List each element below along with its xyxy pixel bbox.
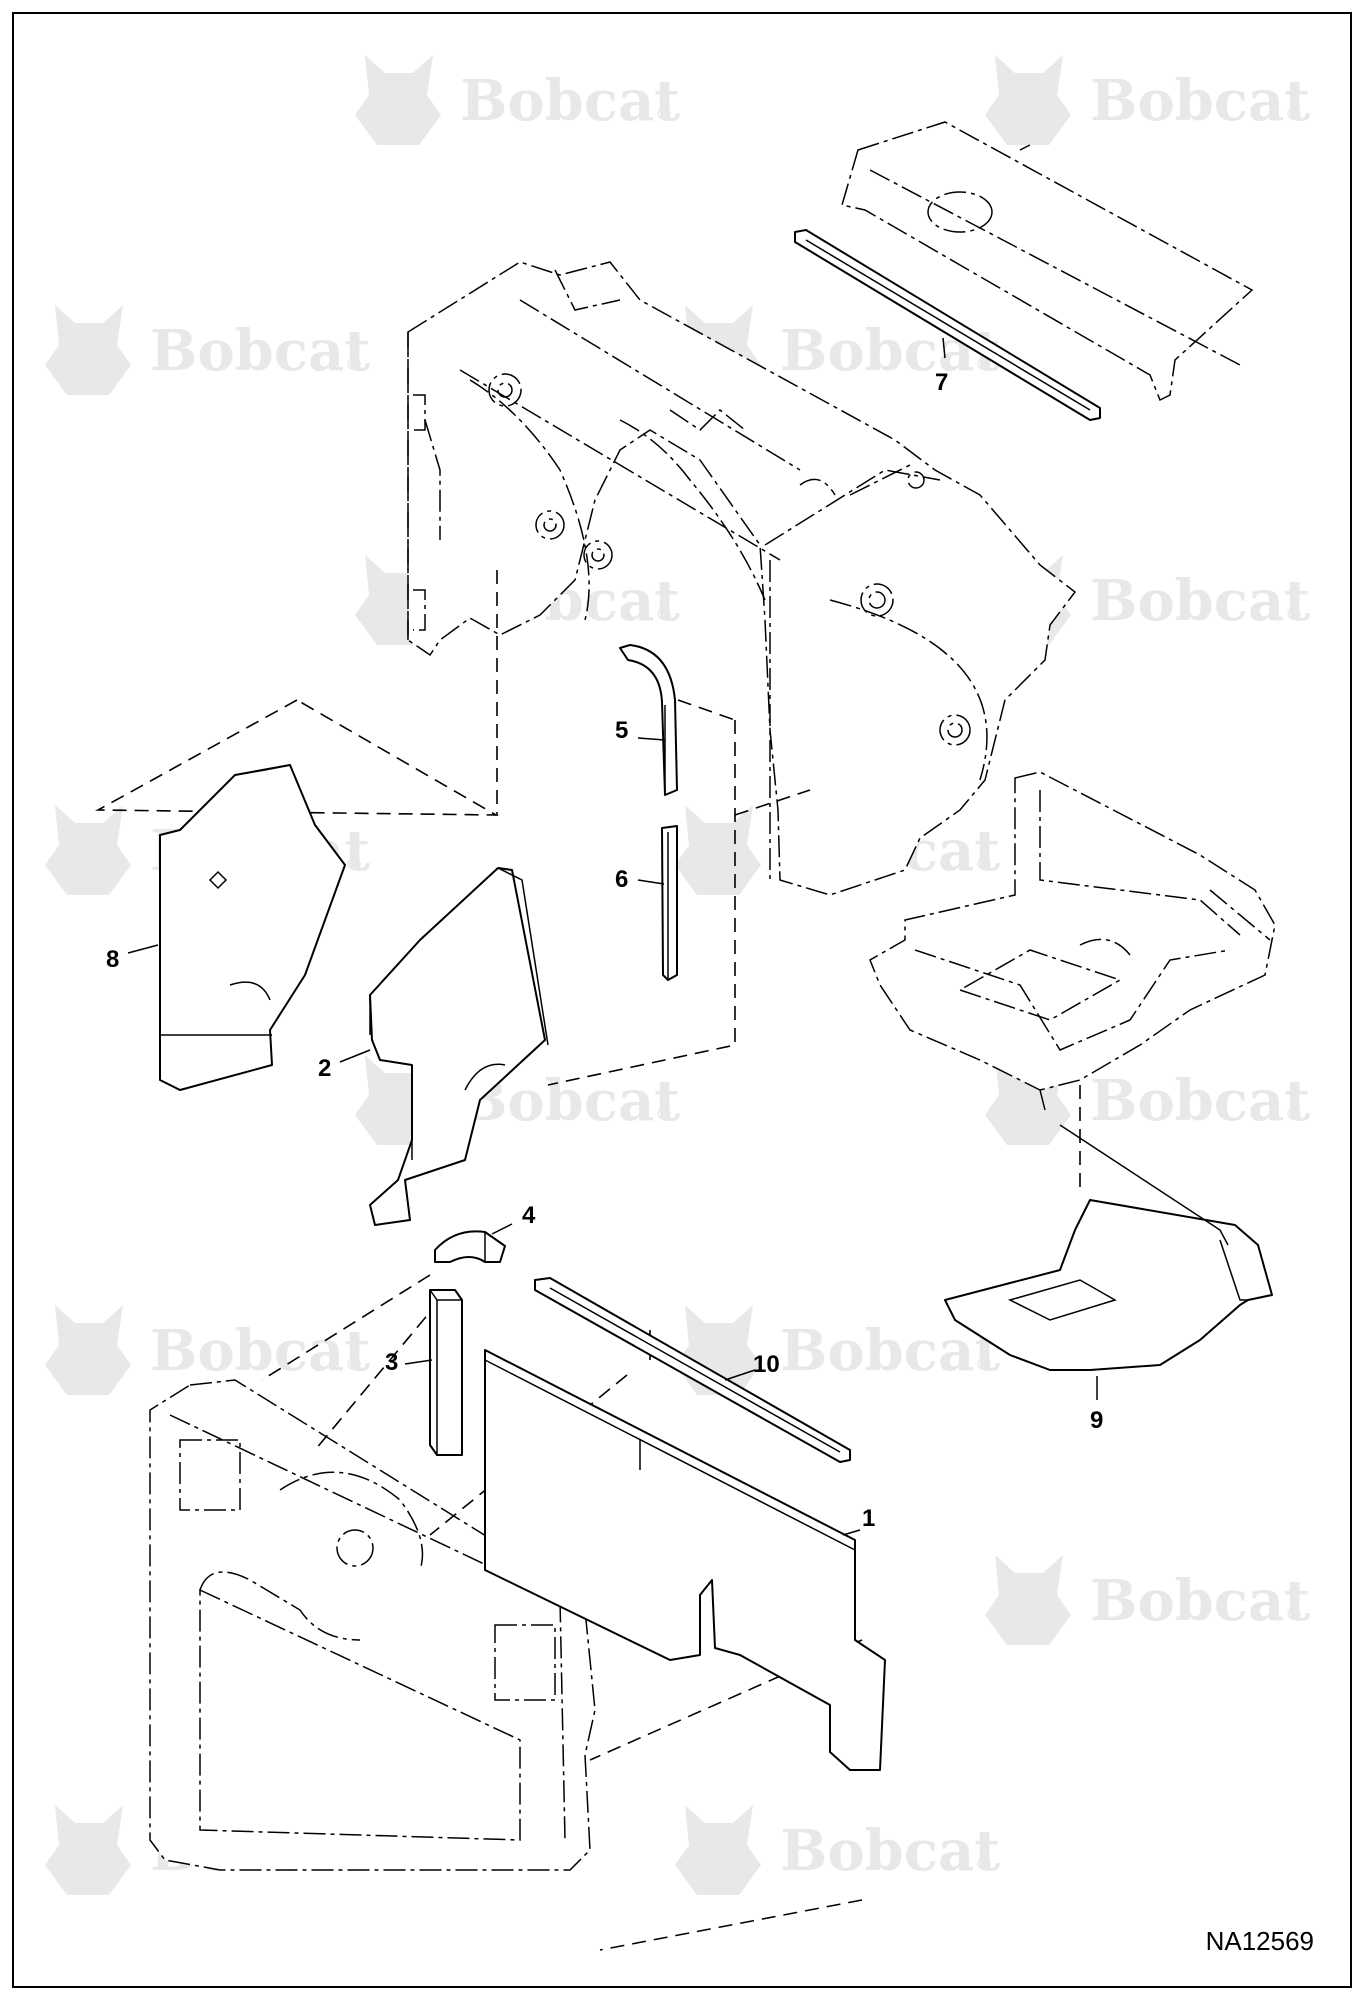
watermark-logo: Bobcat®: [355, 55, 680, 145]
part-10-strip[interactable]: [534, 1277, 851, 1463]
watermark-registered-mark: ®: [655, 604, 673, 625]
watermark-registered-mark: ®: [345, 354, 363, 375]
watermark-text: Bobcat: [150, 1318, 370, 1384]
watermark-logo: Bobcat®: [985, 1055, 1310, 1145]
leader-lines: [127, 337, 1098, 1536]
callout-3: 3: [385, 1349, 398, 1376]
watermark-text: Bobcat: [780, 1818, 1000, 1884]
callout-6: 6: [615, 866, 628, 893]
watermark-logo: Bobcat®: [675, 1805, 1000, 1895]
drawing-number: NA12569: [1206, 1926, 1314, 1956]
callout-9: 9: [1090, 1407, 1103, 1434]
watermark-logo: Bobcat®: [985, 55, 1310, 145]
part-4-pad[interactable]: [434, 1230, 506, 1263]
watermark-text: Bobcat: [1090, 68, 1310, 134]
callout-2: 2: [318, 1055, 331, 1082]
watermark-text: Bobcat: [780, 1318, 1000, 1384]
watermark-registered-mark: ®: [975, 1354, 993, 1375]
watermark-registered-mark: ®: [655, 1104, 673, 1125]
part-3-foam-block[interactable]: [429, 1289, 463, 1456]
watermark-logo: Bobcat®: [355, 1055, 680, 1145]
watermark-registered-mark: ®: [1285, 1604, 1303, 1625]
part-9-floor-mat[interactable]: [944, 1124, 1273, 1371]
part-6-strip[interactable]: [661, 825, 678, 981]
watermark-logo: Bobcat®: [45, 305, 370, 395]
watermark-registered-mark: ®: [975, 1854, 993, 1875]
watermark-text: Bobcat: [1090, 1568, 1310, 1634]
part-8-side-panel[interactable]: [159, 764, 346, 1091]
part-5-bent-strip[interactable]: [619, 644, 678, 796]
machine-frame-phantom: [407, 261, 1077, 896]
callouts: 1 2 3 4 5 6 7 8 9 10: [106, 369, 1103, 1532]
watermark-logo: Bobcat®: [45, 1305, 370, 1395]
watermark-registered-mark: ®: [1285, 104, 1303, 125]
watermark-registered-mark: ®: [975, 854, 993, 875]
top-cover-phantom: [841, 121, 1254, 402]
watermark-text: Bobcat: [460, 68, 680, 134]
callout-5: 5: [615, 717, 628, 744]
part-2-side-panel[interactable]: [369, 867, 549, 1226]
callout-8: 8: [106, 946, 119, 973]
watermark-registered-mark: ®: [655, 104, 673, 125]
callout-7: 7: [935, 369, 948, 396]
floor-pan-phantom: [869, 771, 1276, 1111]
watermark-text: Bobcat: [1090, 1068, 1310, 1134]
watermark-registered-mark: ®: [345, 1354, 363, 1375]
watermark-registered-mark: ®: [345, 854, 363, 875]
watermark-registered-mark: ®: [1285, 604, 1303, 625]
callout-4: 4: [522, 1202, 536, 1229]
watermark-text: Bobcat: [150, 318, 370, 384]
part-7-bar[interactable]: [794, 229, 1101, 421]
watermark-text: Bobcat: [1090, 568, 1310, 634]
watermark-logo: Bobcat®: [985, 1555, 1310, 1645]
callout-10: 10: [753, 1351, 780, 1378]
watermark-registered-mark: ®: [1285, 1104, 1303, 1125]
part-1-rear-seal-panel[interactable]: [484, 1349, 886, 1771]
callout-1: 1: [862, 1505, 875, 1532]
rear-door-phantom: [149, 1379, 596, 1871]
